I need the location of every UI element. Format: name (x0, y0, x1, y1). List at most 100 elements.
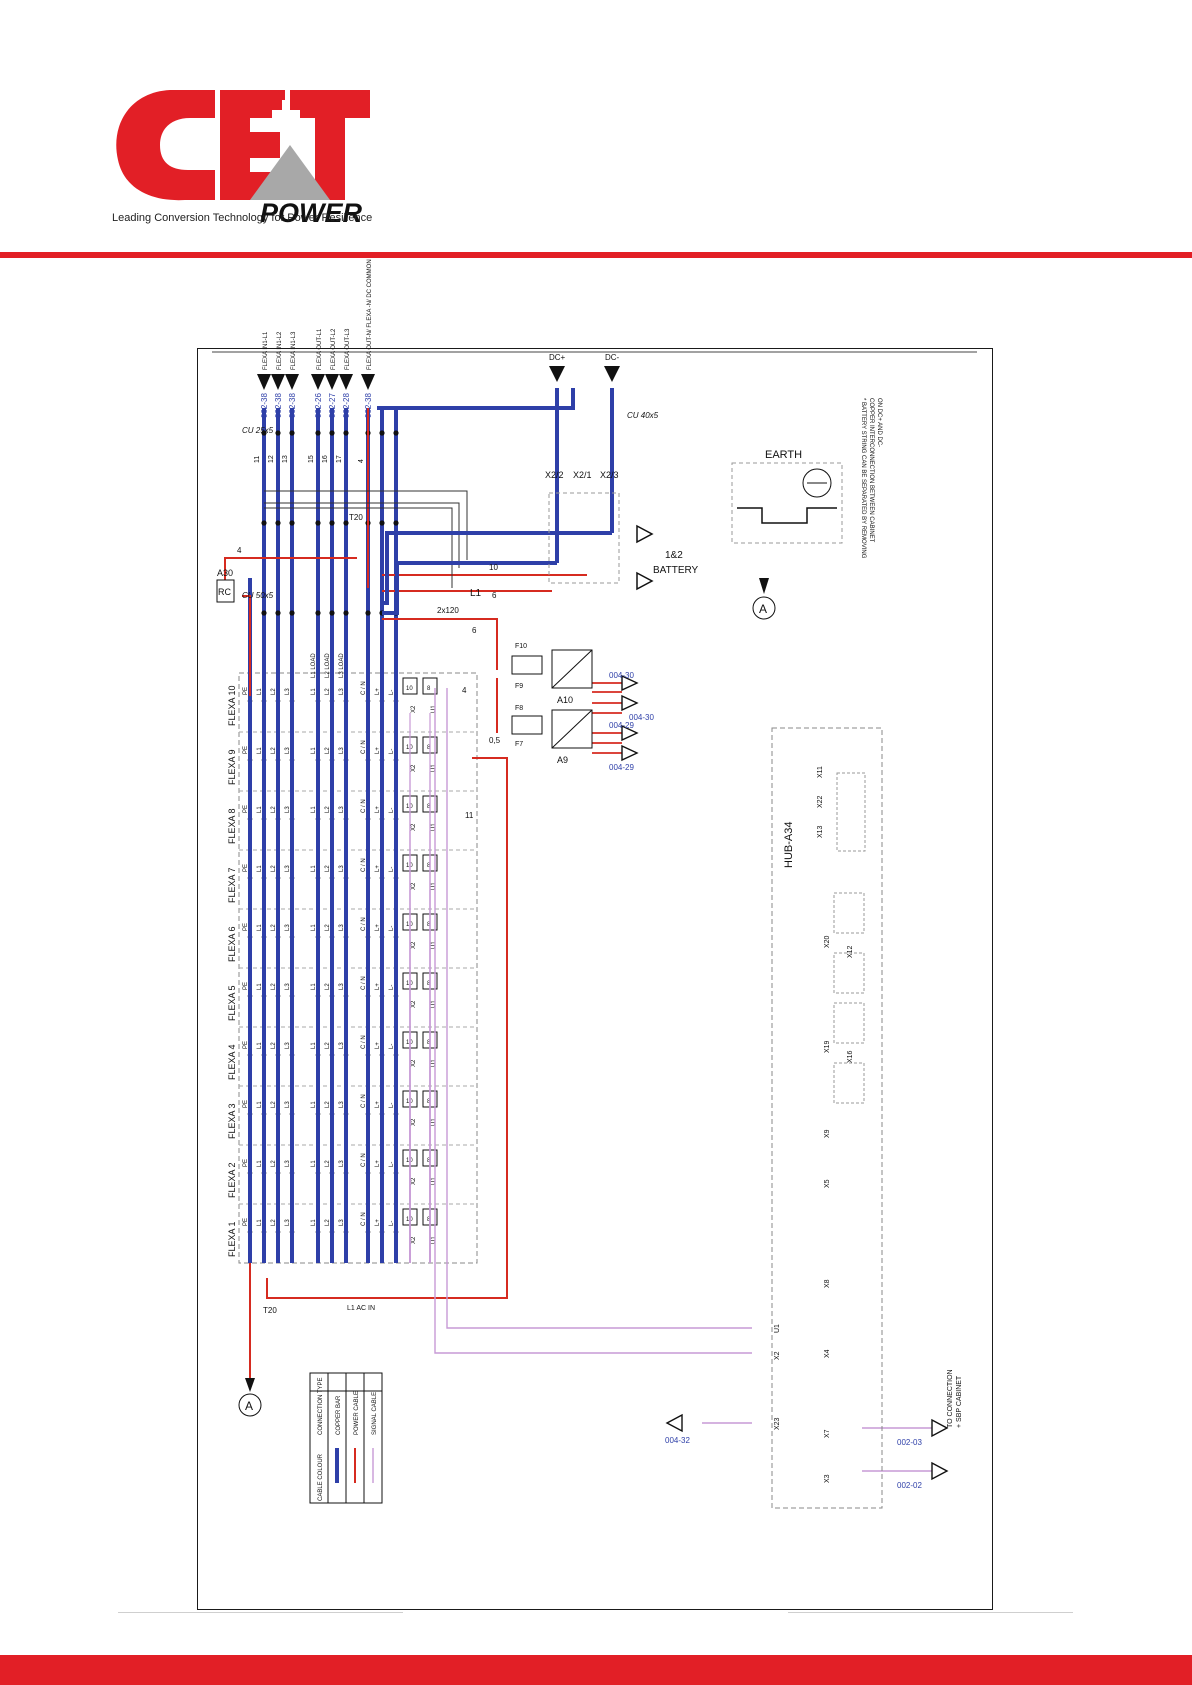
terminal-label: PE (243, 687, 249, 695)
terminal-label: L1 (257, 865, 263, 872)
input-name: FLEXA IN1-L2 (277, 331, 283, 370)
connector-x2-label: X2 (411, 764, 417, 772)
u1-label: U1 (774, 1324, 781, 1333)
junction-dot (343, 430, 349, 436)
battery-note-1: * BATTERY STRING CAN BE SEPARATED BY REM… (860, 398, 866, 559)
input-ref: 002-26 (314, 393, 323, 418)
connector-x2-label: X2 (411, 941, 417, 949)
terminal-label: L- (389, 690, 395, 695)
terminal-label: L2 (325, 983, 331, 990)
power-cable-a10-out (592, 682, 622, 714)
terminal-label: L- (389, 867, 395, 872)
terminal-label: L2 (325, 688, 331, 695)
ref-002-02: 002-02 (897, 1481, 922, 1490)
terminal-label: L2 (271, 688, 277, 695)
earth-label: EARTH (765, 449, 802, 461)
terminal-label: L2 (325, 1042, 331, 1049)
module-label: FLEXA 5 (227, 985, 237, 1021)
x20-label: X20 (824, 935, 831, 948)
ref-004-32: 004-32 (665, 1436, 690, 1445)
terminal-label: L3 (285, 1101, 291, 1108)
terminal-label: L3 (285, 747, 291, 754)
l1-choke-label: L1 (470, 588, 482, 599)
legend: CABLE COLOUR CONNECTION TYPE COPPER BAR … (309, 1372, 383, 1504)
x19-label: X19 (824, 1040, 831, 1053)
dc-minus-label: DC- (605, 353, 620, 362)
legend-copper-bar: COPPER BAR (336, 1395, 342, 1435)
a10-label: A10 (557, 695, 573, 705)
l1-acin-label: L1 AC IN (347, 1305, 375, 1312)
load-label: L2 LOAD (325, 653, 331, 678)
connector-8-label: 8 (427, 863, 431, 869)
connector-8-label: 8 (427, 1040, 431, 1046)
connector-u1-label: U1 (431, 1177, 437, 1185)
wire-11-label: 11 (465, 811, 474, 820)
battery-arrow-2 (636, 571, 654, 591)
input-ref: 002-38 (274, 393, 283, 418)
earth-block (731, 462, 843, 544)
rc-label: RC (218, 587, 231, 597)
t20-label-b: T20 (263, 1306, 277, 1315)
connector-8-box (422, 677, 438, 695)
terminal-label: L2 (271, 806, 277, 813)
wire-4b-label: 4 (462, 686, 467, 695)
terminal-label: L3 (285, 865, 291, 872)
logo-e (220, 90, 285, 200)
terminal-label: L- (389, 926, 395, 931)
terminal-label: C / N (361, 917, 367, 931)
power-cable-a9-out (592, 732, 622, 754)
terminal-label: L3 (339, 1042, 345, 1049)
a9-label: A9 (557, 755, 568, 765)
legend-header-type: CONNECTION TYPE (318, 1377, 324, 1435)
cu50-label: CU 50x5 (242, 591, 274, 600)
converter-a10: A10 F10 F9 (511, 643, 593, 705)
sbp-label: + SBP CABINET (956, 1375, 963, 1428)
cable-2x120-label: 2x120 (437, 606, 459, 615)
t20-label-a: T20 (349, 513, 363, 522)
junction-dot (261, 430, 267, 436)
wire-6a-label: 6 (492, 591, 497, 600)
control-cable-loop (264, 490, 468, 588)
junction-dot (329, 610, 335, 616)
junction-dot (289, 430, 295, 436)
terminal-label: L- (389, 985, 395, 990)
input-arrow (285, 374, 299, 390)
terminal-label: L+ (375, 1101, 381, 1108)
x9-label: X9 (824, 1129, 831, 1138)
copper-bar-batt2 (382, 561, 557, 615)
connector-u1-label: U1 (431, 1236, 437, 1244)
terminal-label: L3 (285, 1160, 291, 1167)
input-arrow (339, 374, 353, 390)
x3-label: X3 (824, 1474, 831, 1483)
battery-num-label: 1&2 (665, 550, 683, 561)
terminal-label: L1 (311, 1101, 317, 1108)
power-cable-rc (224, 557, 357, 580)
junction-dot (365, 610, 371, 616)
a30-label: A30 (217, 568, 233, 578)
terminal-label: L3 (339, 865, 345, 872)
connector-x2-label: X2 (411, 1000, 417, 1008)
module-label: FLEXA 10 (227, 685, 237, 726)
connector-x2-label: X2 (411, 705, 417, 713)
terminal-label: L1 (311, 1160, 317, 1167)
logo-t (290, 90, 370, 200)
connector-u1-label: U1 (431, 823, 437, 831)
connector-8-label: 8 (427, 686, 431, 692)
wire-4a-label: 4 (237, 546, 242, 555)
terminal-label: L- (389, 1103, 395, 1108)
terminal-label: L3 (285, 688, 291, 695)
connector-10-box (402, 677, 418, 695)
dc-plus-label: DC+ (549, 353, 566, 362)
junction-dot (393, 520, 399, 526)
terminal-label: L2 (271, 1160, 277, 1167)
out-arrow-3 (621, 724, 639, 742)
module-label: FLEXA 2 (227, 1162, 237, 1198)
ref-004-29-b: 004-29 (609, 763, 634, 772)
copper-bar-dc-cu40 (377, 388, 575, 410)
terminal-label: L+ (375, 747, 381, 754)
battery-arrow-1 (636, 524, 654, 544)
junction-dot (315, 610, 321, 616)
x8-label: X8 (824, 1279, 831, 1288)
hub-a34-box (771, 727, 883, 1509)
connector-8-label: 8 (427, 804, 431, 810)
